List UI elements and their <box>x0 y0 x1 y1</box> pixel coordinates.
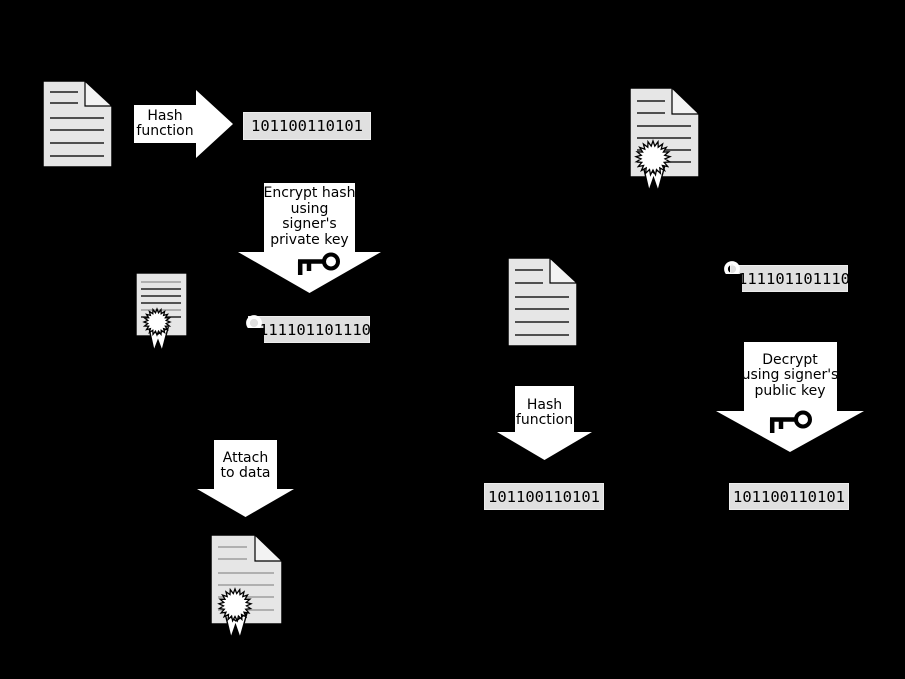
signed-document-icon <box>210 534 283 644</box>
attach-arrow-label: Attach to data <box>220 449 271 481</box>
lock-icon <box>719 258 745 294</box>
signature-value-box: 111101101110 <box>730 265 850 292</box>
hash-function-arrow <box>497 386 592 460</box>
computed-hash-box: 101100110101 <box>484 483 604 510</box>
key-icon <box>768 410 812 436</box>
document-icon <box>42 80 113 168</box>
encrypt-arrow <box>238 183 381 293</box>
hash-function-arrow-label: Hash function <box>515 396 574 428</box>
signed-document-icon <box>629 87 700 195</box>
hash-function-arrow-label: Hash function <box>136 107 194 139</box>
key-icon <box>296 252 340 278</box>
signature-value-box: 111101101110 <box>248 316 371 343</box>
decrypted-hash-box: 101100110101 <box>729 483 849 510</box>
encrypt-arrow-label: Encrypt hash using signer's private key <box>263 185 356 248</box>
decrypt-arrow <box>716 342 864 452</box>
attach-arrow <box>197 440 294 517</box>
decrypt-arrow-label: Decrypt using signer's public key <box>741 351 839 399</box>
hash-function-arrow <box>134 90 234 158</box>
document-icon <box>507 257 578 347</box>
certificate-icon <box>135 272 198 356</box>
lock-icon <box>241 312 267 348</box>
hash-value-box: 101100110101 <box>243 112 371 140</box>
